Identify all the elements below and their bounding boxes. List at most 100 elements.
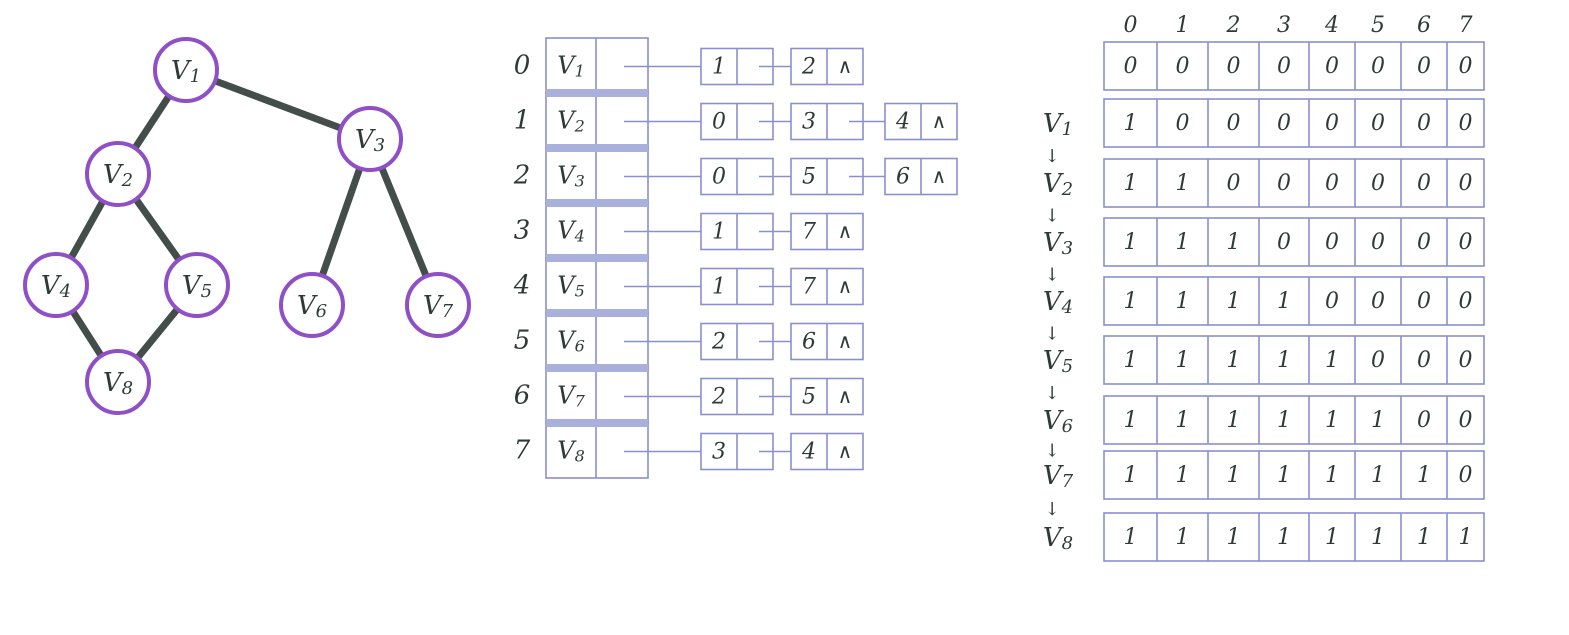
step-arrow-icon: ↓: [1044, 146, 1059, 167]
step-vertex-label-V7: V7: [1043, 461, 1074, 492]
edge-node-value: 1: [712, 55, 726, 80]
adj-index-label: 6: [514, 381, 531, 411]
adj-index-label: 7: [514, 436, 531, 466]
edge-node-value: 5: [802, 165, 816, 190]
graph-edge-V5-V8: [134, 305, 181, 362]
edge-node-value: 7: [802, 275, 816, 300]
edge-node-value: 6: [802, 330, 816, 355]
visited-cell-value: 1: [1417, 525, 1431, 550]
null-pointer-symbol: ∧: [932, 164, 947, 188]
edge-node-value: 2: [711, 330, 726, 355]
edge-node-value: 0: [712, 110, 726, 135]
edge-node-value: 4: [801, 440, 816, 465]
step-vertex-label-V5: V5: [1043, 346, 1073, 377]
edge-node-value: 3: [712, 440, 726, 465]
column-header: 1: [1176, 13, 1190, 38]
visited-row: [1103, 98, 1485, 148]
visited-cell-value: 1: [1124, 171, 1138, 196]
graph-node-V4: [23, 252, 89, 318]
visited-cell-value: 1: [1325, 348, 1339, 373]
visited-row: [1103, 276, 1485, 326]
adj-vertex-label-V5: V5: [557, 271, 585, 300]
edge-node-value: 5: [802, 385, 816, 410]
row-separator-band: [546, 89, 648, 97]
null-pointer-symbol: ∧: [932, 109, 947, 133]
graph-node-V8: [85, 349, 151, 415]
edge-node-value: 6: [896, 165, 910, 190]
graph-node-label-V7: V7: [423, 291, 454, 322]
visited-row: [1103, 512, 1485, 562]
visited-cell-value: 1: [1325, 463, 1339, 488]
visited-cell-value: 0: [1325, 289, 1339, 314]
visited-cell-value: 0: [1459, 54, 1473, 79]
visited-cell-value: 0: [1176, 54, 1190, 79]
graph-edge-V4-V8: [69, 307, 105, 360]
adj-vertex-label-V7: V7: [557, 381, 585, 410]
visited-cell-value: 1: [1417, 463, 1431, 488]
column-header: 3: [1277, 13, 1291, 38]
step-vertex-label-V4: V4: [1043, 287, 1073, 318]
edge-node-value: 1: [712, 220, 726, 245]
adj-vertex-label-V3: V3: [557, 161, 585, 190]
visited-cell-value: 1: [1277, 463, 1291, 488]
visited-cell-value: 0: [1417, 408, 1431, 433]
visited-cell-value: 1: [1124, 348, 1138, 373]
null-pointer-symbol: ∧: [838, 274, 853, 298]
visited-row: [1103, 41, 1485, 91]
null-pointer-symbol: ∧: [838, 384, 853, 408]
visited-cell-value: 1: [1176, 408, 1190, 433]
adj-index-label: 4: [513, 271, 531, 301]
visited-cell-value: 0: [1459, 408, 1473, 433]
column-header: 7: [1459, 13, 1473, 38]
graph-edge-V1-V3: [211, 77, 345, 132]
visited-cell-value: 0: [1459, 171, 1473, 196]
visited-cell-value: 1: [1124, 289, 1138, 314]
visited-row: [1103, 217, 1485, 267]
visited-cell-value: 0: [1371, 54, 1385, 79]
null-pointer-symbol: ∧: [838, 54, 853, 78]
edge-node-value: 2: [801, 55, 816, 80]
visited-cell-value: 1: [1124, 463, 1138, 488]
visited-cell-value: 1: [1124, 525, 1138, 550]
visited-row: [1103, 450, 1485, 500]
visited-cell-value: 1: [1124, 408, 1138, 433]
graph-node-V7: [405, 272, 471, 338]
row-separator-band: [546, 419, 648, 427]
visited-cell-value: 0: [1417, 230, 1431, 255]
graph-node-label-V8: V8: [103, 368, 133, 399]
adj-index-label: 5: [514, 326, 531, 356]
null-pointer-symbol: ∧: [838, 219, 853, 243]
visited-cell-value: 1: [1176, 463, 1190, 488]
row-separator-band: [546, 309, 648, 317]
visited-cell-value: 1: [1124, 111, 1138, 136]
visited-cell-value: 0: [1459, 348, 1473, 373]
visited-cell-value: 1: [1176, 171, 1190, 196]
adj-index-label: 2: [513, 161, 531, 191]
visited-cell-value: 0: [1371, 171, 1385, 196]
visited-cell-value: 0: [1417, 171, 1431, 196]
visited-cell-value: 0: [1325, 54, 1339, 79]
visited-cell-value: 0: [1277, 54, 1291, 79]
step-arrow-icon: ↓: [1044, 441, 1059, 462]
visited-cell-value: 1: [1227, 348, 1241, 373]
visited-cell-value: 0: [1325, 171, 1339, 196]
graph-node-label-V1: V1: [171, 56, 201, 87]
graph-node-label-V4: V4: [41, 271, 71, 302]
edge-node-value: 1: [712, 275, 726, 300]
edge-node-value: 7: [802, 220, 816, 245]
adj-vertex-label-V4: V4: [557, 216, 585, 245]
visited-cell-value: 0: [1459, 289, 1473, 314]
edge-node-value: 3: [802, 110, 816, 135]
adj-index-label: 3: [514, 216, 531, 246]
edge-node-value: 0: [712, 165, 726, 190]
visited-cell-value: 0: [1371, 348, 1385, 373]
graph-edge-V3-V6: [318, 164, 364, 280]
null-pointer-symbol: ∧: [838, 439, 853, 463]
visited-cell-value: 0: [1417, 289, 1431, 314]
visited-cell-value: 0: [1371, 111, 1385, 136]
visited-cell-value: 1: [1277, 289, 1291, 314]
graph-edge-V3-V7: [378, 164, 430, 280]
